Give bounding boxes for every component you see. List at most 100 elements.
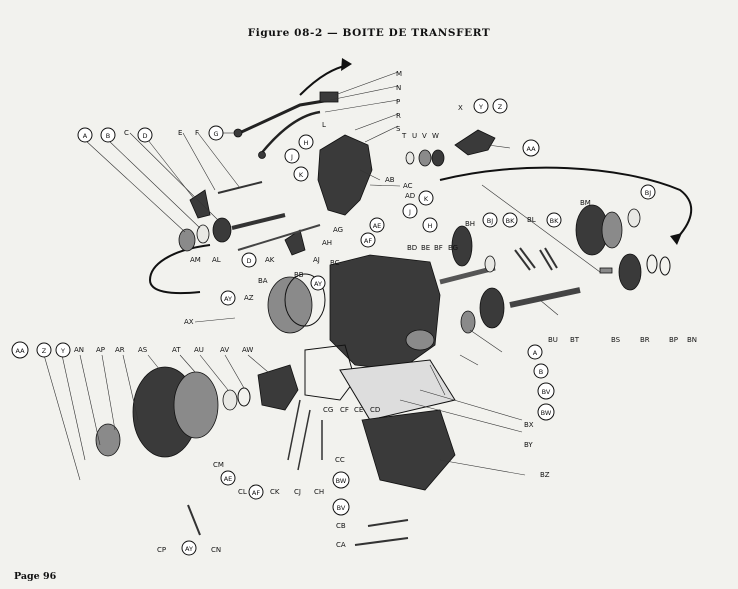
svg-text:BK: BK xyxy=(550,217,559,225)
label-ar: AR xyxy=(115,346,125,354)
seal-ring-v xyxy=(418,149,432,167)
svg-text:D: D xyxy=(246,257,251,265)
callout-bw-1: BW xyxy=(332,471,350,489)
label-l: L xyxy=(322,121,326,129)
label-ah: AH xyxy=(322,239,332,247)
circled-callouts: A B C D G H J K H K J X Y Z AA AE AF D B… xyxy=(11,98,656,556)
svg-text:K: K xyxy=(299,171,304,179)
washer-u xyxy=(405,151,415,165)
shift-lever-2 xyxy=(259,110,321,156)
label-al: AL xyxy=(212,256,221,264)
label-w: W xyxy=(432,132,439,140)
leader-lines xyxy=(43,71,601,481)
label-ag: AG xyxy=(333,226,343,234)
bolt-cn xyxy=(187,504,201,536)
label-am: AM xyxy=(190,256,201,264)
label-cp: CP xyxy=(157,546,166,554)
label-bp: BP xyxy=(669,336,678,344)
svg-text:AZ: AZ xyxy=(244,294,254,302)
svg-text:H: H xyxy=(428,222,433,230)
svg-text:G: G xyxy=(213,130,218,138)
callout-ay-2: AY xyxy=(220,290,236,306)
callout-bj-2: BJ xyxy=(640,184,656,200)
case-boss xyxy=(405,329,435,351)
flange-ap xyxy=(95,423,121,457)
label-n: N xyxy=(396,84,401,92)
label-ab: AB xyxy=(385,176,395,184)
svg-text:Y: Y xyxy=(60,347,65,355)
svg-text:BW: BW xyxy=(541,409,552,417)
label-ax: AX xyxy=(184,318,194,326)
label-br: BR xyxy=(640,336,650,344)
svg-text:H: H xyxy=(304,139,309,147)
gearbox-top-housing xyxy=(317,134,373,216)
callout-b-right: B xyxy=(533,363,549,379)
label-cf: CF xyxy=(340,406,349,414)
callout-k-1: K xyxy=(293,166,309,182)
svg-text:AA: AA xyxy=(526,145,536,153)
label-bf: BF xyxy=(434,244,443,252)
label-ch: CH xyxy=(314,488,324,496)
gaskets-cg-cd xyxy=(304,344,356,401)
svg-text:BJ: BJ xyxy=(645,189,651,197)
seal-ring-w xyxy=(431,149,445,167)
shaft-bt xyxy=(509,287,581,308)
callout-bw-2: BW xyxy=(537,403,555,421)
callout-a-right: A xyxy=(527,344,543,360)
label-bz: BZ xyxy=(540,471,550,479)
label-v: V xyxy=(422,132,427,140)
rod-ah xyxy=(237,224,321,251)
gear-bm-2 xyxy=(601,211,623,249)
svg-text:BW: BW xyxy=(336,477,347,485)
callout-af-2: AF xyxy=(248,484,264,500)
callout-z-top: Z xyxy=(492,98,508,114)
callout-g: G xyxy=(208,125,224,141)
label-r: R xyxy=(396,112,401,120)
washer-bj xyxy=(627,208,641,228)
callout-d-mid: D xyxy=(241,252,257,268)
label-cm: CM xyxy=(213,461,224,469)
housing-aw xyxy=(257,364,299,411)
transfer-case-housing xyxy=(329,254,441,371)
label-bt: BT xyxy=(570,336,580,344)
svg-text:X: X xyxy=(458,104,463,112)
label-cd: CD xyxy=(370,406,380,414)
ring-bp xyxy=(646,254,658,274)
svg-text:A: A xyxy=(533,349,538,357)
callout-j-1: J xyxy=(284,148,300,164)
bearing-a xyxy=(178,228,196,252)
svg-text:AF: AF xyxy=(364,237,372,245)
svg-text:D: D xyxy=(142,132,147,140)
label-e: E xyxy=(178,129,182,137)
svg-text:K: K xyxy=(424,195,429,203)
svg-text:AF: AF xyxy=(252,489,260,497)
gear-br xyxy=(618,253,642,291)
callout-af-1: AF xyxy=(360,232,376,248)
gasket-bb xyxy=(284,273,326,327)
label-cl: CL xyxy=(238,488,247,496)
label-bs: BS xyxy=(611,336,621,344)
label-bh: BH xyxy=(465,220,475,228)
svg-text:J: J xyxy=(290,153,293,161)
svg-text:AY: AY xyxy=(185,545,193,553)
svg-text:AA: AA xyxy=(15,347,25,355)
label-aj: AJ xyxy=(313,256,320,264)
label-f: F xyxy=(195,129,199,137)
label-ca: CA xyxy=(336,541,346,549)
label-ap: AP xyxy=(96,346,105,354)
label-aw: AW xyxy=(242,346,253,354)
svg-text:BV: BV xyxy=(542,388,551,396)
svg-text:Z: Z xyxy=(42,347,47,355)
label-t: T xyxy=(401,132,407,140)
rotation-arrow-left xyxy=(148,244,211,295)
label-be: BE xyxy=(421,244,430,252)
rotation-arrow-top-head xyxy=(341,58,352,71)
figure-title: Figure 08-2 — BOITE DE TRANSFERT xyxy=(247,27,491,39)
callout-y-left: Y xyxy=(55,342,71,358)
callout-k-2: K xyxy=(418,190,434,206)
label-av: AV xyxy=(220,346,229,354)
label-ac: AC xyxy=(403,182,413,190)
label-cc: CC xyxy=(335,456,345,464)
